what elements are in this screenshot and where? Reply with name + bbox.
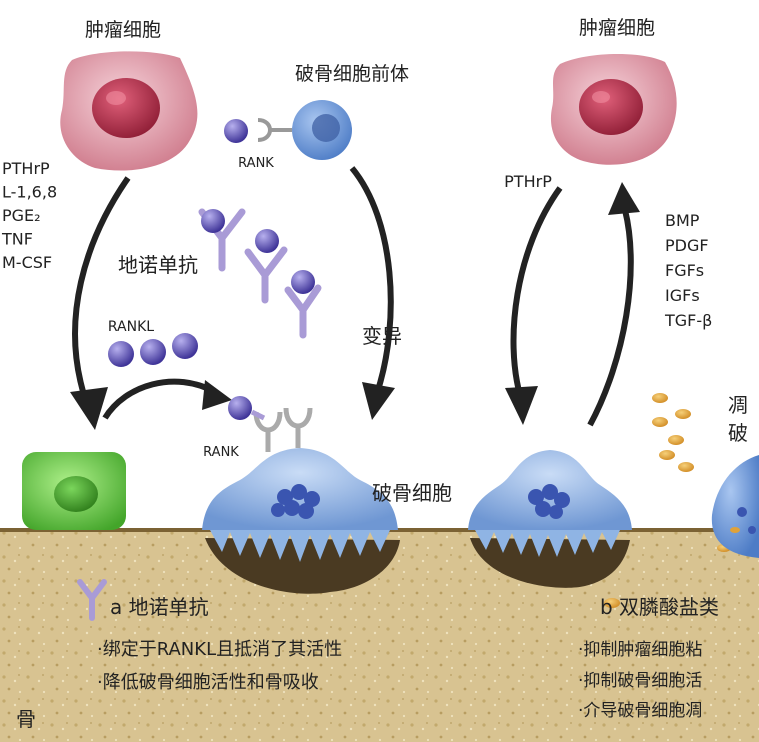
bisphos-partial-label-2: 破 (728, 421, 748, 445)
arrow-tumor-to-osteoclast-right-head (505, 386, 538, 425)
left-factors-item-4: TNF (1, 230, 33, 249)
mutation-label: 变异 (362, 324, 402, 348)
right-factors-item-3: FGFs (665, 261, 704, 280)
bone-label: 骨 (16, 707, 36, 731)
osteoclast-precursor (257, 100, 352, 160)
rank-label-mid: RANK (203, 445, 239, 460)
arrow-tumor-to-stromal-head (70, 387, 108, 430)
arrow-bone-to-tumor-head (608, 182, 640, 215)
pthrp-right-label: PTHrP (504, 172, 552, 191)
osteoclast-label: 破骨细胞 (372, 481, 452, 505)
stromal-cell (22, 452, 126, 530)
tumor-cell-left-label: 肿瘤细胞 (85, 19, 161, 41)
arrow-rankl-to-osteoclast-head (202, 380, 232, 410)
resorption-pit-left (205, 538, 400, 594)
arrow-precursor-to-osteoclast-head (362, 382, 395, 420)
legend-b-item-3: ·介导破骨细胞凋 (578, 701, 702, 721)
left-factors-item-1: PTHrP (2, 159, 50, 178)
right-factors-item-5: TGF-β (664, 311, 712, 330)
legend-b: b 双膦酸盐类 ·抑制肿瘤细胞粘 ·抑制破骨细胞活 ·介导破骨细胞凋 (578, 595, 719, 721)
rankl-molecules (108, 333, 198, 367)
legend-b-title: b 双膦酸盐类 (600, 595, 719, 619)
osteoclast-apoptotic-partial (711, 455, 759, 558)
legend-a-item-2: ·降低破骨细胞活性和骨吸收 (97, 672, 319, 693)
legend-a-item-1: ·绑定于RANKL且抵消了其活性 (97, 639, 342, 660)
right-factors-item-1: BMP (665, 211, 700, 230)
right-factors-item-4: IGFs (665, 286, 700, 305)
arrow-tumor-to-osteoclast-right (510, 186, 563, 396)
arrow-tumor-to-stromal (72, 176, 131, 399)
tumor-cell-left (60, 51, 198, 171)
left-factors-item-3: PGE₂ (2, 206, 41, 225)
tumor-cell-right (550, 53, 677, 165)
antibody-icon (77, 579, 107, 621)
rank-label-top: RANK (238, 156, 274, 171)
legend-a-title: a 地诺单抗 (110, 595, 209, 619)
right-factors-item-2: PDGF (665, 236, 709, 255)
left-factors-item-2: L-1,6,8 (2, 183, 57, 202)
arrow-bone-to-tumor (587, 209, 634, 427)
rankl-ligand-top (224, 119, 248, 143)
legend-a: a 地诺单抗 ·绑定于RANKL且抵消了其活性 ·降低破骨细胞活性和骨吸收 (77, 579, 342, 693)
legend-b-item-1: ·抑制肿瘤细胞粘 (578, 640, 702, 660)
denosumab-antibodies (198, 208, 322, 339)
osteoclast-precursor-label: 破骨细胞前体 (295, 63, 409, 85)
bisphos-partial-label-1: 凋 (728, 393, 748, 417)
tumor-cell-right-label: 肿瘤细胞 (579, 17, 655, 39)
arrow-precursor-to-osteoclast (349, 166, 394, 391)
resorption-pit-right (470, 538, 630, 588)
legend-b-item-2: ·抑制破骨细胞活 (578, 671, 702, 691)
osteoclast-right (468, 450, 632, 557)
arrow-rankl-to-osteoclast (102, 378, 217, 420)
osteoclast-left (202, 448, 398, 562)
denosumab-label: 地诺单抗 (118, 253, 198, 277)
left-factors-item-5: M-CSF (2, 253, 52, 272)
rankl-label: RANKL (108, 319, 154, 335)
rank-receptors-osteoclast (228, 396, 313, 452)
